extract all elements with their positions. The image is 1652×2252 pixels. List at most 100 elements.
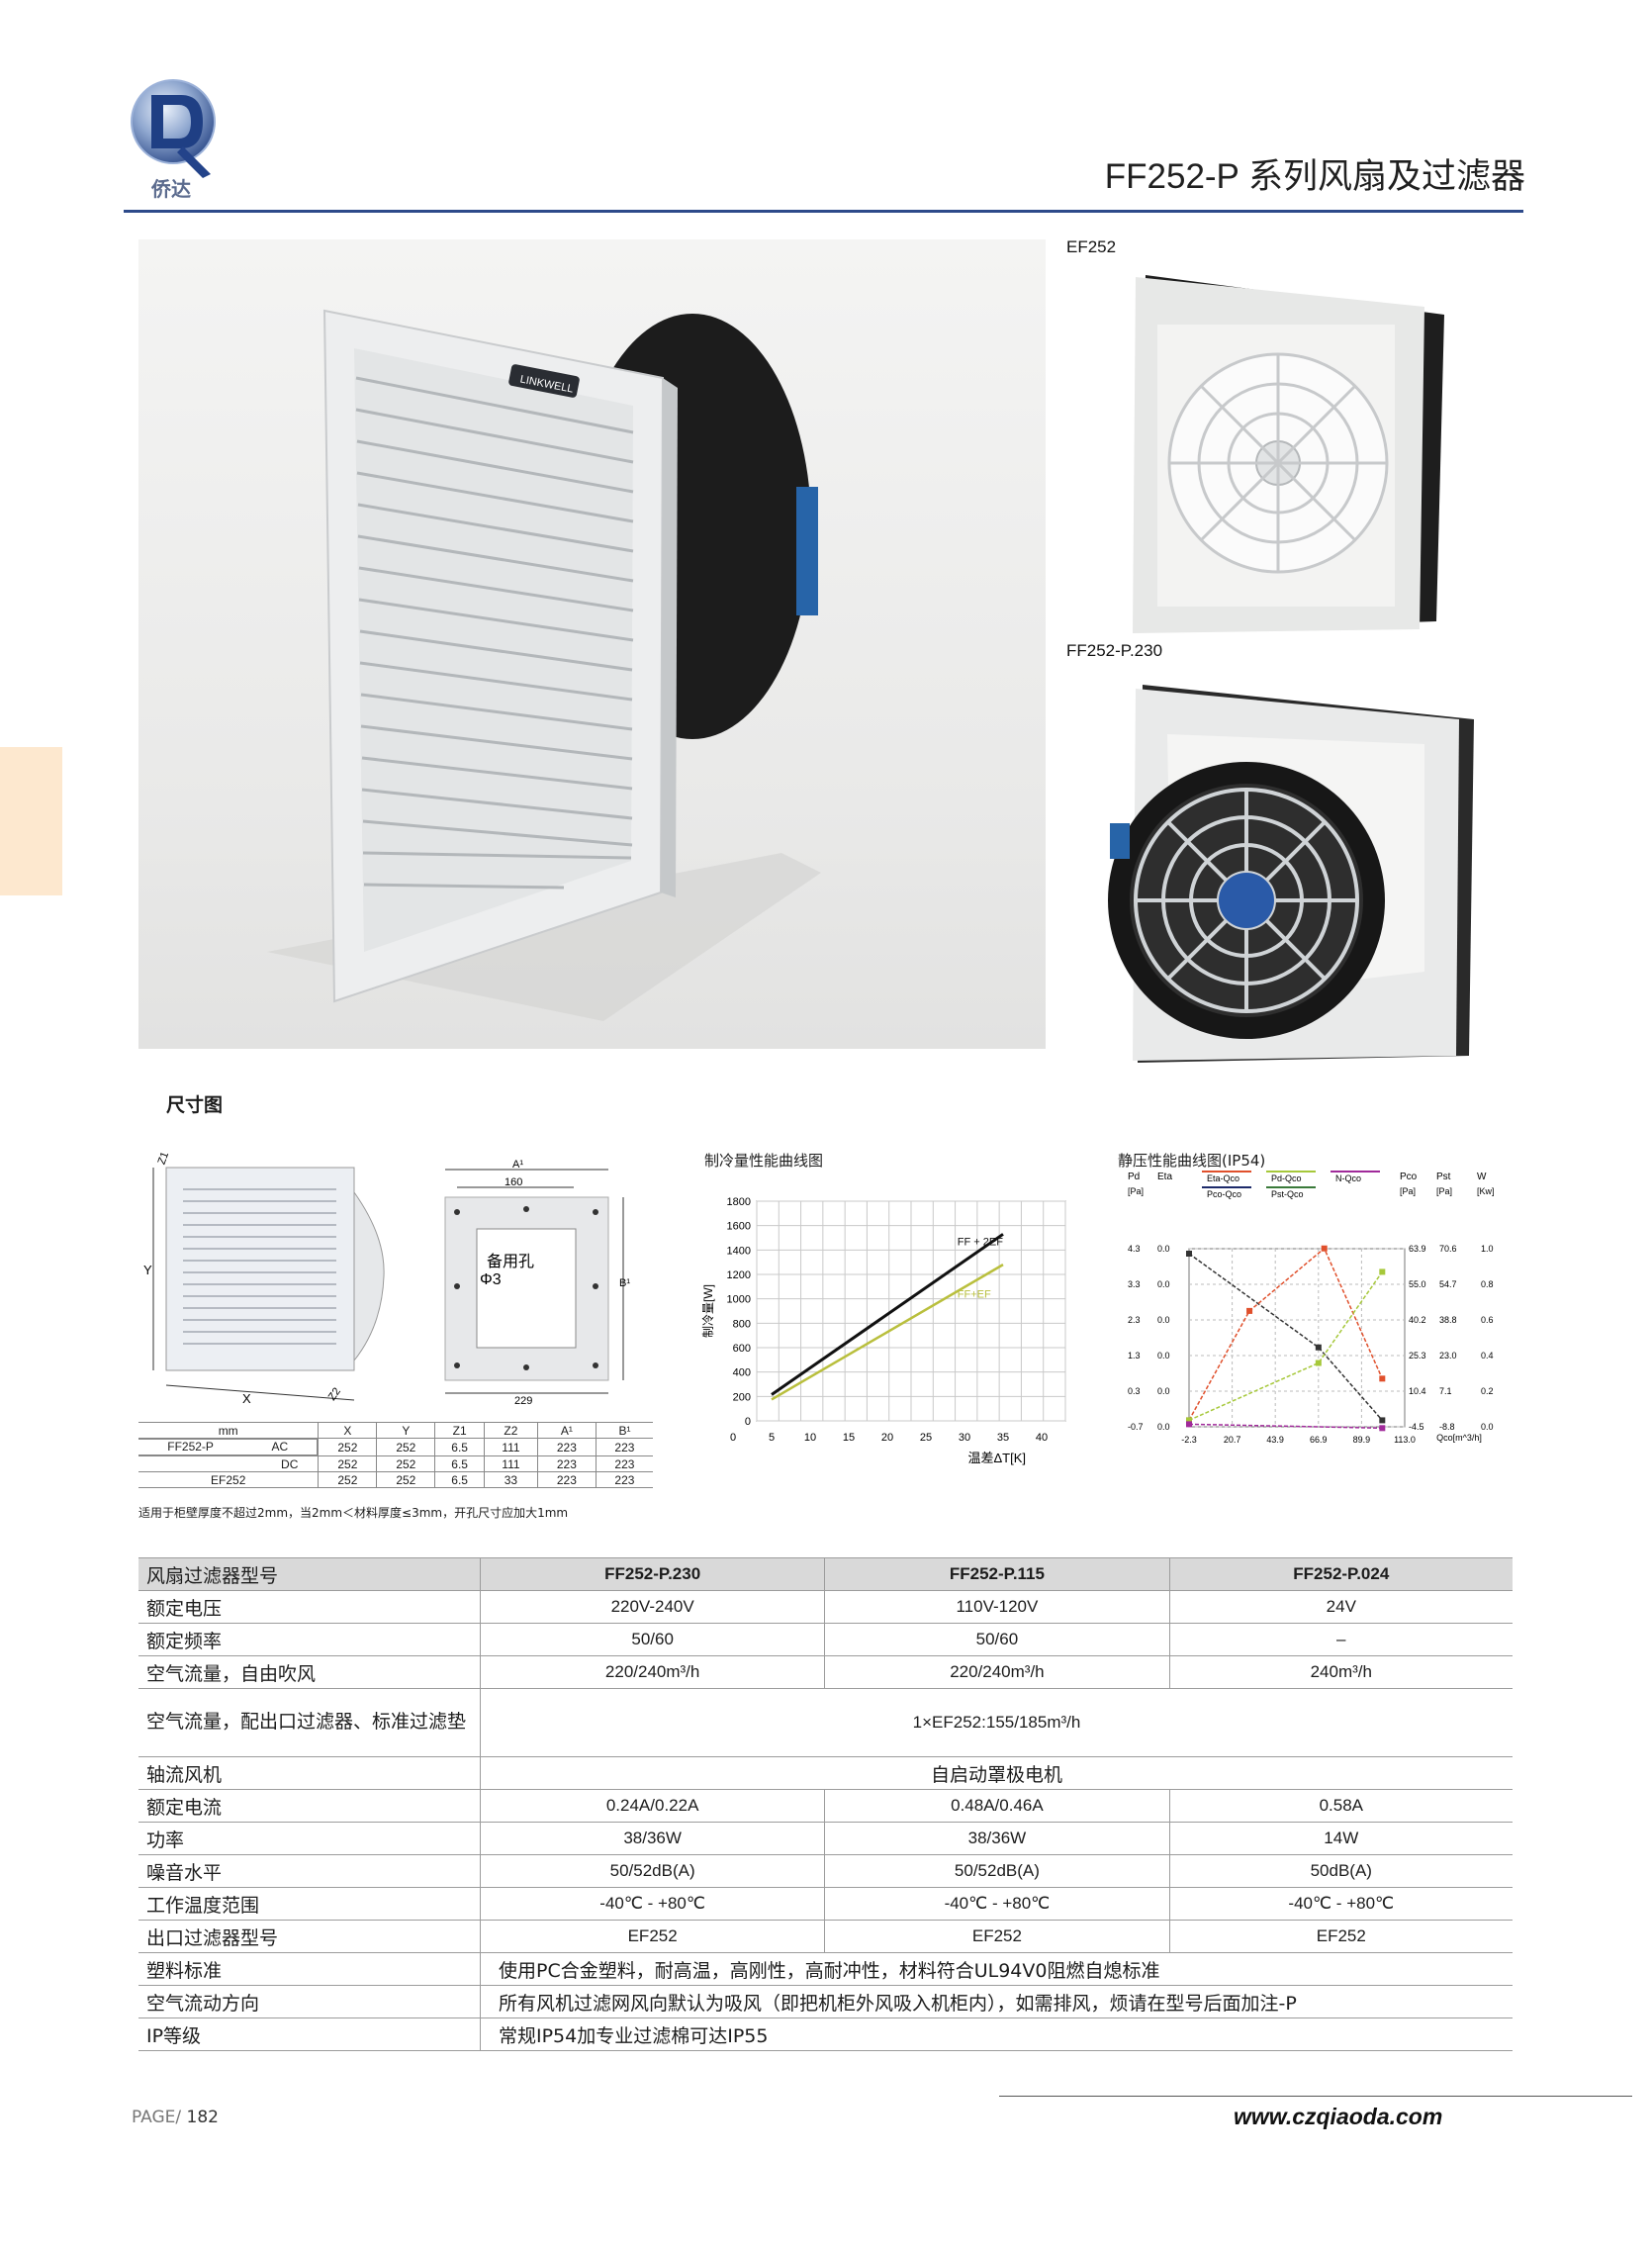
- series-point: [1315, 1360, 1322, 1366]
- pst-tick-label: 70.6: [1439, 1244, 1457, 1254]
- series-point: [1186, 1417, 1192, 1424]
- spec-row-temperature: 工作温度范围 -40℃ - +80℃ -40℃ - +80℃ -40℃ - +8…: [138, 1887, 1513, 1921]
- header-divider: [124, 210, 1523, 213]
- y-tick-label: 400: [733, 1367, 751, 1379]
- eta-tick-label: 0.0: [1157, 1351, 1170, 1361]
- pco-tick-label: 25.3: [1409, 1351, 1426, 1361]
- w-tick-label: 0.0: [1481, 1422, 1494, 1432]
- w-tick-label: 0.4: [1481, 1351, 1494, 1361]
- x-tick-label: -2.3: [1181, 1435, 1197, 1445]
- y-tick-label: 800: [733, 1318, 751, 1330]
- pd-tick-label: 2.3: [1128, 1315, 1141, 1325]
- w-tick-label: 1.0: [1481, 1244, 1494, 1254]
- column-head: Pd: [1128, 1172, 1140, 1182]
- x-tick-label: 5: [769, 1432, 775, 1444]
- w-tick-label: 0.2: [1481, 1386, 1494, 1396]
- series-point: [1321, 1245, 1328, 1252]
- eta-tick-label: 0.0: [1157, 1279, 1170, 1289]
- product-label-ef252: EF252: [1066, 237, 1117, 256]
- svg-text:侨达: 侨达: [150, 177, 191, 201]
- svg-text:160: 160: [505, 1176, 522, 1188]
- spec-row-voltage: 额定电压 220V-240V 110V-120V 24V: [138, 1590, 1513, 1624]
- y-tick-label: 1200: [727, 1269, 751, 1281]
- product-label-ff252-p230: FF252-P.230: [1066, 641, 1163, 660]
- spec-row-noise: 噪音水平 50/52dB(A) 50/52dB(A) 50dB(A): [138, 1854, 1513, 1888]
- pst-tick-label: 38.8: [1439, 1315, 1457, 1325]
- series-point: [1315, 1344, 1322, 1351]
- pst-tick-label: 7.1: [1439, 1386, 1452, 1396]
- x-tick-label: 35: [997, 1432, 1009, 1444]
- footer-divider: [999, 2096, 1632, 2097]
- x-tick-label: 20.7: [1224, 1435, 1241, 1445]
- spec-row-motor: 轴流风机 自启动罩极电机: [138, 1756, 1513, 1790]
- page-number: PAGE/ 182: [132, 2108, 219, 2127]
- x-tick-label: 66.9: [1310, 1435, 1328, 1445]
- x-tick-label: 89.9: [1353, 1435, 1371, 1445]
- y-tick-label: 200: [733, 1391, 751, 1403]
- pd-tick-label: 4.3: [1128, 1244, 1141, 1254]
- x-tick-label: 30: [959, 1432, 970, 1444]
- pd-tick-label: 3.3: [1128, 1279, 1141, 1289]
- company-logo: 侨达: [124, 77, 232, 201]
- pd-tick-label: -0.7: [1128, 1422, 1144, 1432]
- dimension-drawing-cutout: A¹ 160 B¹ 229 备用孔 Φ3: [425, 1158, 633, 1407]
- svg-text:B¹: B¹: [619, 1277, 630, 1289]
- column-head: Pst: [1436, 1172, 1451, 1182]
- spec-row-airflow-direction: 空气流动方向 所有风机过滤网风向默认为吸风（即把机柜外风吸入机柜内），如需排风，…: [138, 1985, 1513, 2018]
- eta-tick-label: 0.0: [1157, 1422, 1170, 1432]
- y-tick-label: 1000: [727, 1294, 751, 1306]
- w-tick-label: 0.6: [1481, 1315, 1494, 1325]
- spec-row-outlet-filter: 出口过滤器型号 EF252 EF252 EF252: [138, 1920, 1513, 1953]
- series-point: [1246, 1307, 1253, 1314]
- legend-label: Pco-Qco: [1207, 1189, 1241, 1199]
- legend-label: Pst-Qco: [1271, 1189, 1304, 1199]
- x-tick-label: 43.9: [1266, 1435, 1284, 1445]
- spec-row-ip-rating: IP等级 常规IP54加专业过滤棉可达IP55: [138, 2017, 1513, 2051]
- pco-tick-label: 40.2: [1409, 1315, 1426, 1325]
- website-link[interactable]: www.czqiaoda.com: [1234, 2104, 1443, 2129]
- ef252-photo: [1118, 265, 1454, 643]
- column-head: W: [1477, 1172, 1487, 1182]
- spec-row-current: 额定电流 0.24A/0.22A 0.48A/0.46A 0.58A: [138, 1789, 1513, 1823]
- x-tick-label: 40: [1036, 1432, 1048, 1444]
- column-unit: [Kw]: [1477, 1186, 1495, 1196]
- series-line: [771, 1264, 1004, 1401]
- pd-tick-label: 0.3: [1128, 1386, 1141, 1396]
- x-tick-label: 0: [730, 1432, 736, 1444]
- w-tick-label: 0.8: [1481, 1279, 1494, 1289]
- x-tick-label: 10: [804, 1432, 816, 1444]
- y-tick-label: 1600: [727, 1221, 751, 1233]
- dimension-table-header: mm X Y Z1 Z2 A¹ B¹: [138, 1422, 653, 1439]
- spec-table: 风扇过滤器型号 FF252-P.230 FF252-P.115 FF252-P.…: [138, 1557, 1513, 2051]
- x-tick-label: 20: [881, 1432, 893, 1444]
- svg-text:Z2: Z2: [326, 1385, 343, 1402]
- dimension-table-row: DC 252 252 6.5 111 223 223: [138, 1455, 653, 1472]
- y-tick-label: 600: [733, 1343, 751, 1355]
- eta-tick-label: 0.0: [1157, 1315, 1170, 1325]
- svg-text:X: X: [242, 1391, 251, 1405]
- series-label: FF+EF: [958, 1288, 991, 1300]
- spec-table-header: 风扇过滤器型号 FF252-P.230 FF252-P.115 FF252-P.…: [138, 1557, 1513, 1591]
- svg-text:备用孔: 备用孔: [487, 1253, 534, 1270]
- dimension-heading: 尺寸图: [166, 1094, 224, 1116]
- y-axis-label: 制冷量[W]: [701, 1284, 715, 1338]
- x-axis-label: 温差ΔT[K]: [967, 1451, 1026, 1465]
- series-line: [771, 1233, 1004, 1396]
- section-side-tab: [0, 747, 62, 895]
- series-point: [1379, 1375, 1386, 1382]
- spec-row-plastic: 塑料标准 使用PC合金塑料，耐高温，高刚性，高耐冲性，材料符合UL94V0阻燃自…: [138, 1952, 1513, 1986]
- fan-filter-photo: LINKWELL: [138, 239, 1046, 1049]
- dimension-drawing-front: Y X Z1 Z2: [138, 1138, 406, 1406]
- pressure-chart-title: 静压性能曲线图(IP54): [1118, 1152, 1266, 1170]
- y-tick-label: 1400: [727, 1245, 751, 1257]
- x-tick-label: 113.0: [1394, 1435, 1416, 1445]
- svg-text:Φ3: Φ3: [480, 1271, 502, 1288]
- y-tick-label: 0: [745, 1416, 751, 1428]
- pco-tick-label: 10.4: [1409, 1386, 1426, 1396]
- pst-tick-label: -8.8: [1439, 1422, 1455, 1432]
- legend-label: N-Qco: [1335, 1173, 1361, 1183]
- legend-label: Eta-Qco: [1207, 1173, 1239, 1183]
